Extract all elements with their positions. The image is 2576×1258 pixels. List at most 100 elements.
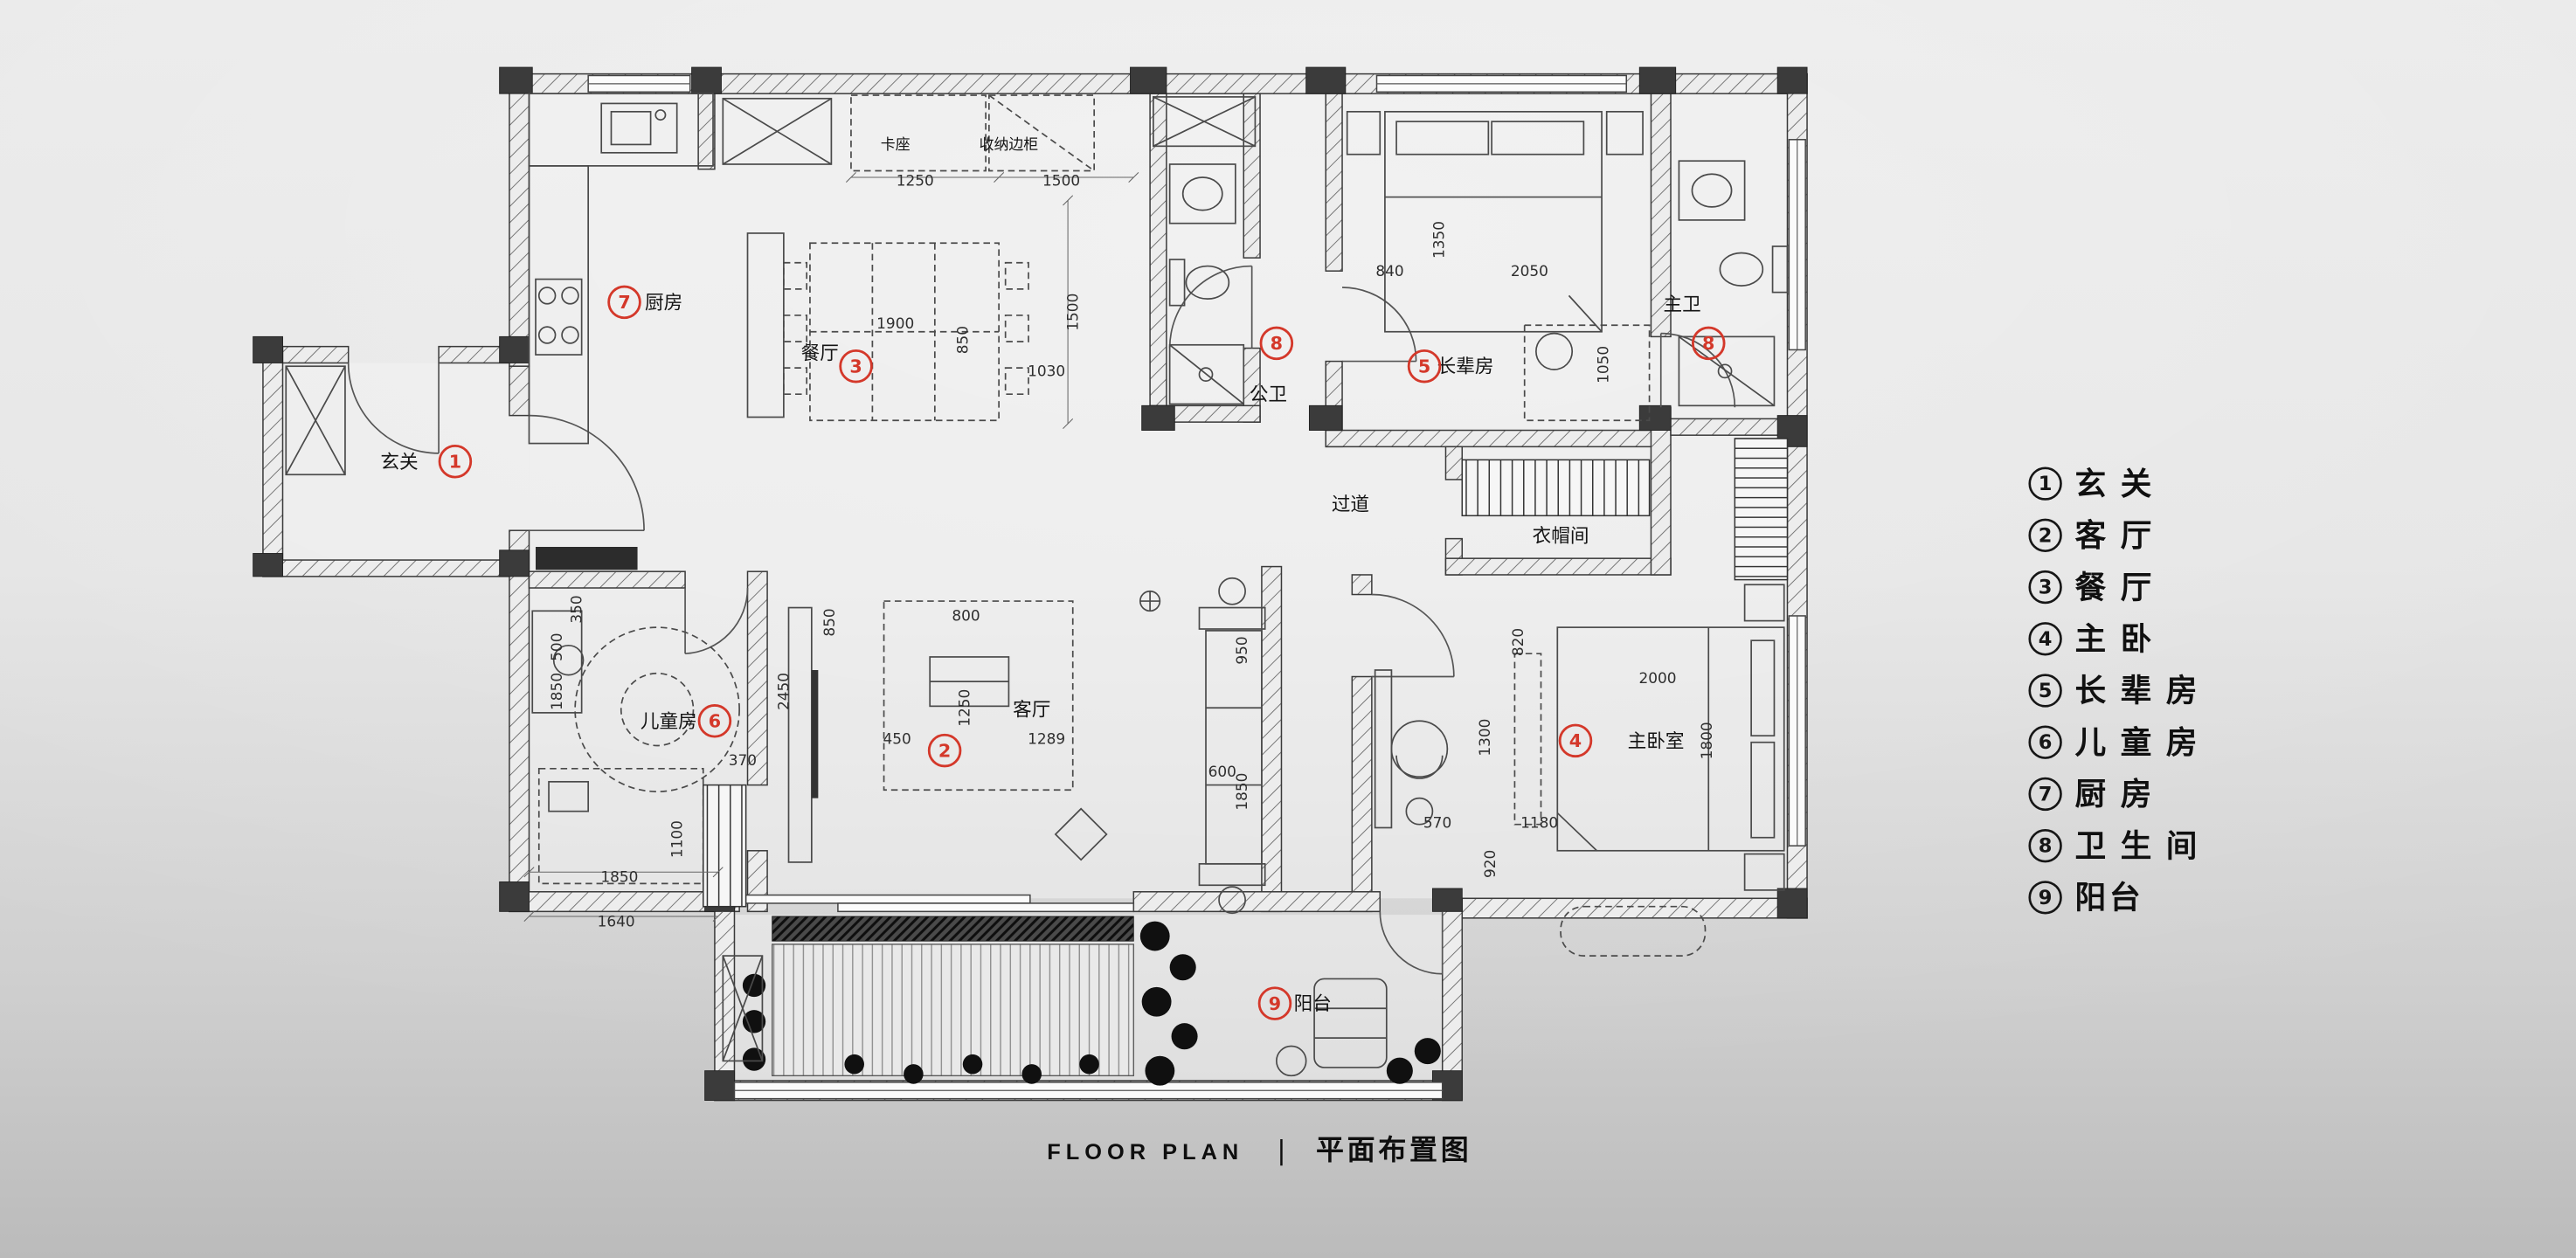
room-marker-8-7: 8: [1259, 326, 1294, 361]
legend-label: 厨 房: [2074, 777, 2155, 812]
room-label: 阳台: [1294, 992, 1332, 1014]
dimension-label: 1350: [1430, 221, 1448, 259]
room-marker-6-5: 6: [697, 704, 732, 738]
room-label: 餐厅: [801, 342, 839, 364]
legend-number: 4: [2039, 628, 2053, 651]
dimension-label: 500: [548, 633, 565, 661]
dimension-label: 1300: [1476, 719, 1493, 757]
dimension-label: 2450: [775, 673, 793, 710]
room-marker-9-9: 9: [1257, 986, 1292, 1020]
legend-label: 儿 童 房: [2074, 725, 2200, 760]
room-marker-4-3: 4: [1558, 723, 1593, 758]
dimension-label: 1100: [668, 820, 685, 858]
master-bedroom-furniture: [1374, 584, 1785, 957]
dimension-label: 840: [1375, 262, 1403, 280]
room-label: 厨房: [645, 291, 682, 313]
room-marker-8-8: 8: [1691, 326, 1726, 361]
legend-label: 主 卧: [2074, 621, 2155, 656]
plan-title: FLOOR PLAN | 平面布置图: [1047, 1134, 1468, 1166]
kids-room-furniture: [531, 610, 747, 908]
legend-label: 卫 生 间: [2074, 828, 2200, 863]
dimension-label: 1500: [1063, 294, 1081, 331]
wardrobe-racks: [1461, 438, 1789, 581]
room-label: 收纳边柜: [980, 136, 1039, 153]
room-label: 主卧室: [1628, 729, 1685, 751]
legend-label: 长 辈 房: [2074, 674, 2200, 708]
dimension-label: 1900: [876, 314, 914, 332]
legend-label: 玄 关: [2074, 467, 2155, 501]
svg-text:7: 7: [618, 292, 630, 313]
svg-text:5: 5: [1418, 356, 1430, 377]
legend-number: 1: [2039, 473, 2053, 495]
dimension-label: 600: [1208, 763, 1236, 780]
dimension-label: 1800: [1698, 722, 1715, 759]
windows: [587, 74, 1806, 1100]
public-bathroom-fixtures: [1153, 96, 1257, 405]
dimension-label: 1850: [1233, 773, 1250, 811]
legend-item-1: 1 玄 关: [2028, 467, 2155, 501]
ac-unit: [722, 955, 764, 1062]
dimension-label: 1500: [1042, 171, 1080, 189]
dimension-label: 800: [952, 607, 980, 625]
legend-label: 阳台: [2074, 881, 2143, 916]
room-marker-1-0: 1: [438, 444, 473, 479]
dimension-label: 2000: [1638, 669, 1676, 687]
lounge-chair: [1275, 978, 1388, 1077]
dimension-label: 1289: [1028, 730, 1065, 748]
legend-number: 2: [2039, 524, 2053, 547]
room-markers: 1 2 3 4 5 6 7 8 8 9: [438, 285, 1726, 1020]
dimension-label: 2050: [1511, 262, 1548, 280]
room-label: 衣帽间: [1533, 524, 1589, 546]
dimension-label: 950: [1233, 636, 1250, 664]
kitchen-fixtures: [528, 93, 833, 445]
elder-room-furniture: [1346, 110, 1651, 422]
dimension-label: 820: [1509, 628, 1527, 656]
dimension-label: 370: [729, 751, 757, 769]
legend-number: 9: [2039, 887, 2053, 909]
dimension-label: 1640: [598, 912, 635, 930]
legend-item-2: 2 客 厅: [2028, 518, 2155, 553]
svg-text:8: 8: [1271, 333, 1283, 354]
doors: [347, 265, 1736, 975]
room-label: 玄关: [380, 451, 418, 473]
legend-number: 6: [2039, 731, 2053, 754]
dimension-label: 850: [953, 326, 971, 354]
svg-text:4: 4: [1569, 730, 1582, 751]
legend-item-6: 6 儿 童 房: [2028, 725, 2200, 760]
dimension-label: 1250: [897, 171, 934, 189]
living-room-furniture: [787, 577, 1266, 915]
room-marker-7-6: 7: [607, 285, 641, 320]
legend-label: 客 厅: [2074, 518, 2155, 553]
room-label: 公卫: [1250, 384, 1287, 405]
room-marker-5-4: 5: [1407, 349, 1442, 384]
svg-text:6: 6: [709, 710, 721, 731]
plants: [742, 921, 1441, 1086]
legend-number: 3: [2039, 577, 2053, 599]
dimension-label: 850: [821, 608, 838, 636]
dimension-label: 1050: [1595, 346, 1612, 384]
room-labels: 玄关厨房餐厅客厅儿童房公卫过道长辈房衣帽间主卫主卧室阳台卡座收纳边柜: [380, 136, 1700, 1014]
legend-item-9: 9 阳台: [2028, 881, 2143, 916]
room-label: 儿童房: [641, 710, 697, 732]
dimension-label: 1180: [1520, 813, 1558, 831]
title-english: FLOOR PLAN: [1047, 1140, 1243, 1165]
dining-table: [746, 94, 1096, 422]
entry-cabinets: [285, 365, 638, 570]
room-label: 过道: [1332, 494, 1369, 515]
svg-text:9: 9: [1269, 993, 1281, 1014]
room-marker-3-2: 3: [839, 349, 873, 384]
title-divider: |: [1277, 1136, 1285, 1166]
legend-item-4: 4 主 卧: [2028, 621, 2155, 656]
svg-text:3: 3: [849, 356, 862, 377]
dimension-label: 1030: [1028, 362, 1065, 379]
svg-text:2: 2: [938, 740, 951, 761]
room-label: 长辈房: [1437, 356, 1494, 377]
room-label: 卡座: [881, 136, 911, 153]
